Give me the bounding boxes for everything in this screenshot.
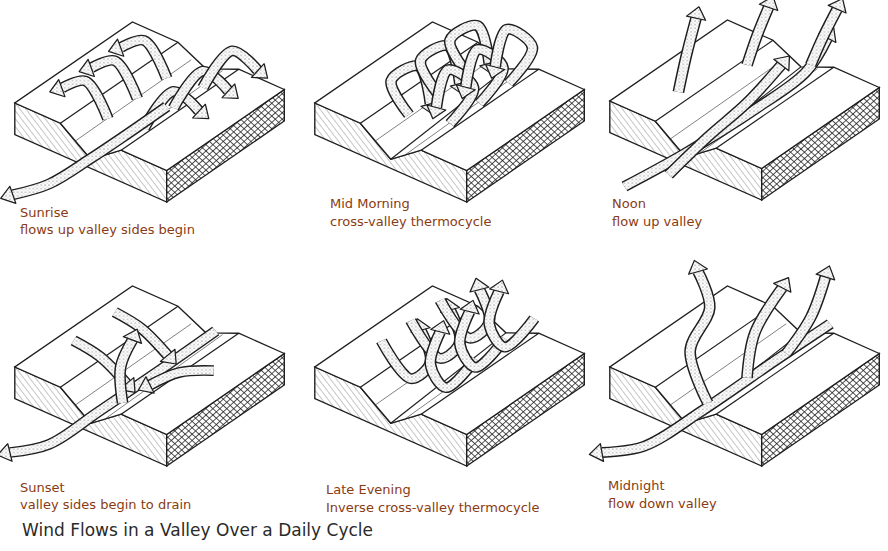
arrow-outline bbox=[747, 7, 769, 65]
arrow-body bbox=[811, 9, 837, 65]
arrow-body bbox=[13, 107, 167, 195]
diagram-title: Wind Flows in a Valley Over a Daily Cycl… bbox=[22, 520, 373, 540]
arrow-body bbox=[690, 272, 710, 403]
time-of-day: Midnight bbox=[608, 478, 665, 494]
valley-panel bbox=[0, 286, 284, 466]
arrow-outline bbox=[174, 71, 229, 108]
time-of-day: Mid Morning bbox=[330, 196, 410, 212]
arrow-body bbox=[495, 29, 532, 83]
arrow-head bbox=[774, 278, 791, 293]
arrow-head bbox=[222, 84, 238, 98]
arrow-body bbox=[678, 18, 696, 92]
arrow-outline bbox=[690, 272, 710, 403]
arrow-outline bbox=[747, 288, 782, 378]
arrow-body bbox=[121, 40, 167, 78]
arrow-head bbox=[252, 64, 268, 78]
time-of-day: Sunset bbox=[20, 480, 65, 496]
arrow-body bbox=[625, 38, 828, 187]
arrow-head bbox=[138, 377, 154, 393]
arrow-head bbox=[687, 7, 706, 20]
arrow-head bbox=[759, 0, 777, 11]
valley-contour bbox=[421, 69, 539, 150]
arrow-head bbox=[456, 85, 475, 99]
valley-panel bbox=[589, 260, 879, 466]
arrow-body bbox=[747, 7, 769, 65]
arrow-outline bbox=[786, 277, 825, 354]
arrow-body bbox=[120, 340, 132, 403]
arrow-head bbox=[109, 39, 124, 56]
block-top-surface bbox=[610, 286, 880, 435]
arrow-body bbox=[10, 331, 216, 453]
arrow-body bbox=[91, 60, 137, 98]
flow-description: Inverse cross-valley thermocycle bbox=[326, 500, 539, 516]
arrow-body bbox=[62, 81, 108, 119]
arrow-outline bbox=[91, 60, 137, 98]
valley-contour bbox=[121, 333, 239, 414]
arrow-head bbox=[774, 56, 790, 71]
arrow-body bbox=[174, 71, 229, 108]
arrow-head bbox=[123, 329, 141, 343]
arrow-outline bbox=[120, 340, 132, 403]
block-top-surface bbox=[15, 286, 285, 435]
valley-panel bbox=[610, 0, 880, 200]
arrow-outline bbox=[10, 331, 216, 453]
arrow-head bbox=[490, 280, 509, 294]
arrow-head bbox=[486, 65, 505, 79]
arrow-body bbox=[489, 291, 534, 347]
arrow-head bbox=[460, 300, 479, 314]
valley-panel bbox=[315, 278, 585, 466]
arrow-body bbox=[786, 277, 825, 354]
arrow-head bbox=[427, 105, 446, 119]
wind-arrows bbox=[381, 278, 534, 387]
arrow-head bbox=[431, 321, 450, 335]
arrow-head bbox=[470, 278, 489, 292]
arrow-outline bbox=[203, 51, 258, 88]
wind-arrows bbox=[0, 312, 216, 461]
arrow-outline bbox=[13, 107, 167, 195]
block-top-surface bbox=[315, 22, 585, 171]
wind-arrows bbox=[391, 25, 532, 123]
valley-contour bbox=[121, 69, 239, 150]
wind-arrows bbox=[1, 39, 268, 203]
arrow-head bbox=[0, 444, 12, 462]
valley-panel bbox=[1, 22, 285, 203]
flow-description: cross-valley thermocycle bbox=[330, 214, 491, 230]
arrow-outline bbox=[150, 371, 214, 385]
arrow-head bbox=[160, 349, 176, 364]
arrow-body bbox=[203, 51, 258, 88]
arrow-head bbox=[828, 0, 846, 13]
flow-description: flow up valley bbox=[612, 214, 702, 230]
arrow-body bbox=[150, 371, 214, 385]
flow-description: flow down valley bbox=[608, 496, 717, 512]
arrow-outline bbox=[62, 81, 108, 119]
arrow-head bbox=[1, 186, 16, 203]
arrow-outline bbox=[489, 291, 534, 347]
flow-description: flows up valley sides begin bbox=[20, 222, 195, 238]
valley-panel bbox=[315, 22, 585, 202]
arrow-head bbox=[816, 266, 835, 280]
time-of-day: Noon bbox=[612, 196, 646, 212]
arrow-outline bbox=[625, 38, 828, 187]
block-top-surface bbox=[610, 20, 880, 169]
time-of-day: Late Evening bbox=[326, 482, 411, 498]
arrow-outline bbox=[121, 40, 167, 78]
arrow-head bbox=[689, 260, 708, 274]
arrow-body bbox=[747, 288, 782, 378]
arrow-outline bbox=[495, 29, 532, 83]
block-top-surface bbox=[15, 22, 285, 171]
block-top-surface bbox=[315, 286, 585, 435]
flow-description: valley sides begin to drain bbox=[20, 497, 191, 513]
arrow-head bbox=[589, 444, 603, 462]
arrow-head bbox=[50, 80, 65, 97]
valley-contour bbox=[716, 333, 834, 414]
time-of-day: Sunrise bbox=[20, 205, 68, 221]
arrow-head bbox=[79, 59, 94, 76]
arrow-outline bbox=[811, 9, 837, 65]
arrow-head bbox=[193, 104, 209, 118]
arrow-outline bbox=[678, 18, 696, 92]
wind-arrows bbox=[589, 260, 834, 461]
wind-arrows bbox=[625, 0, 847, 187]
